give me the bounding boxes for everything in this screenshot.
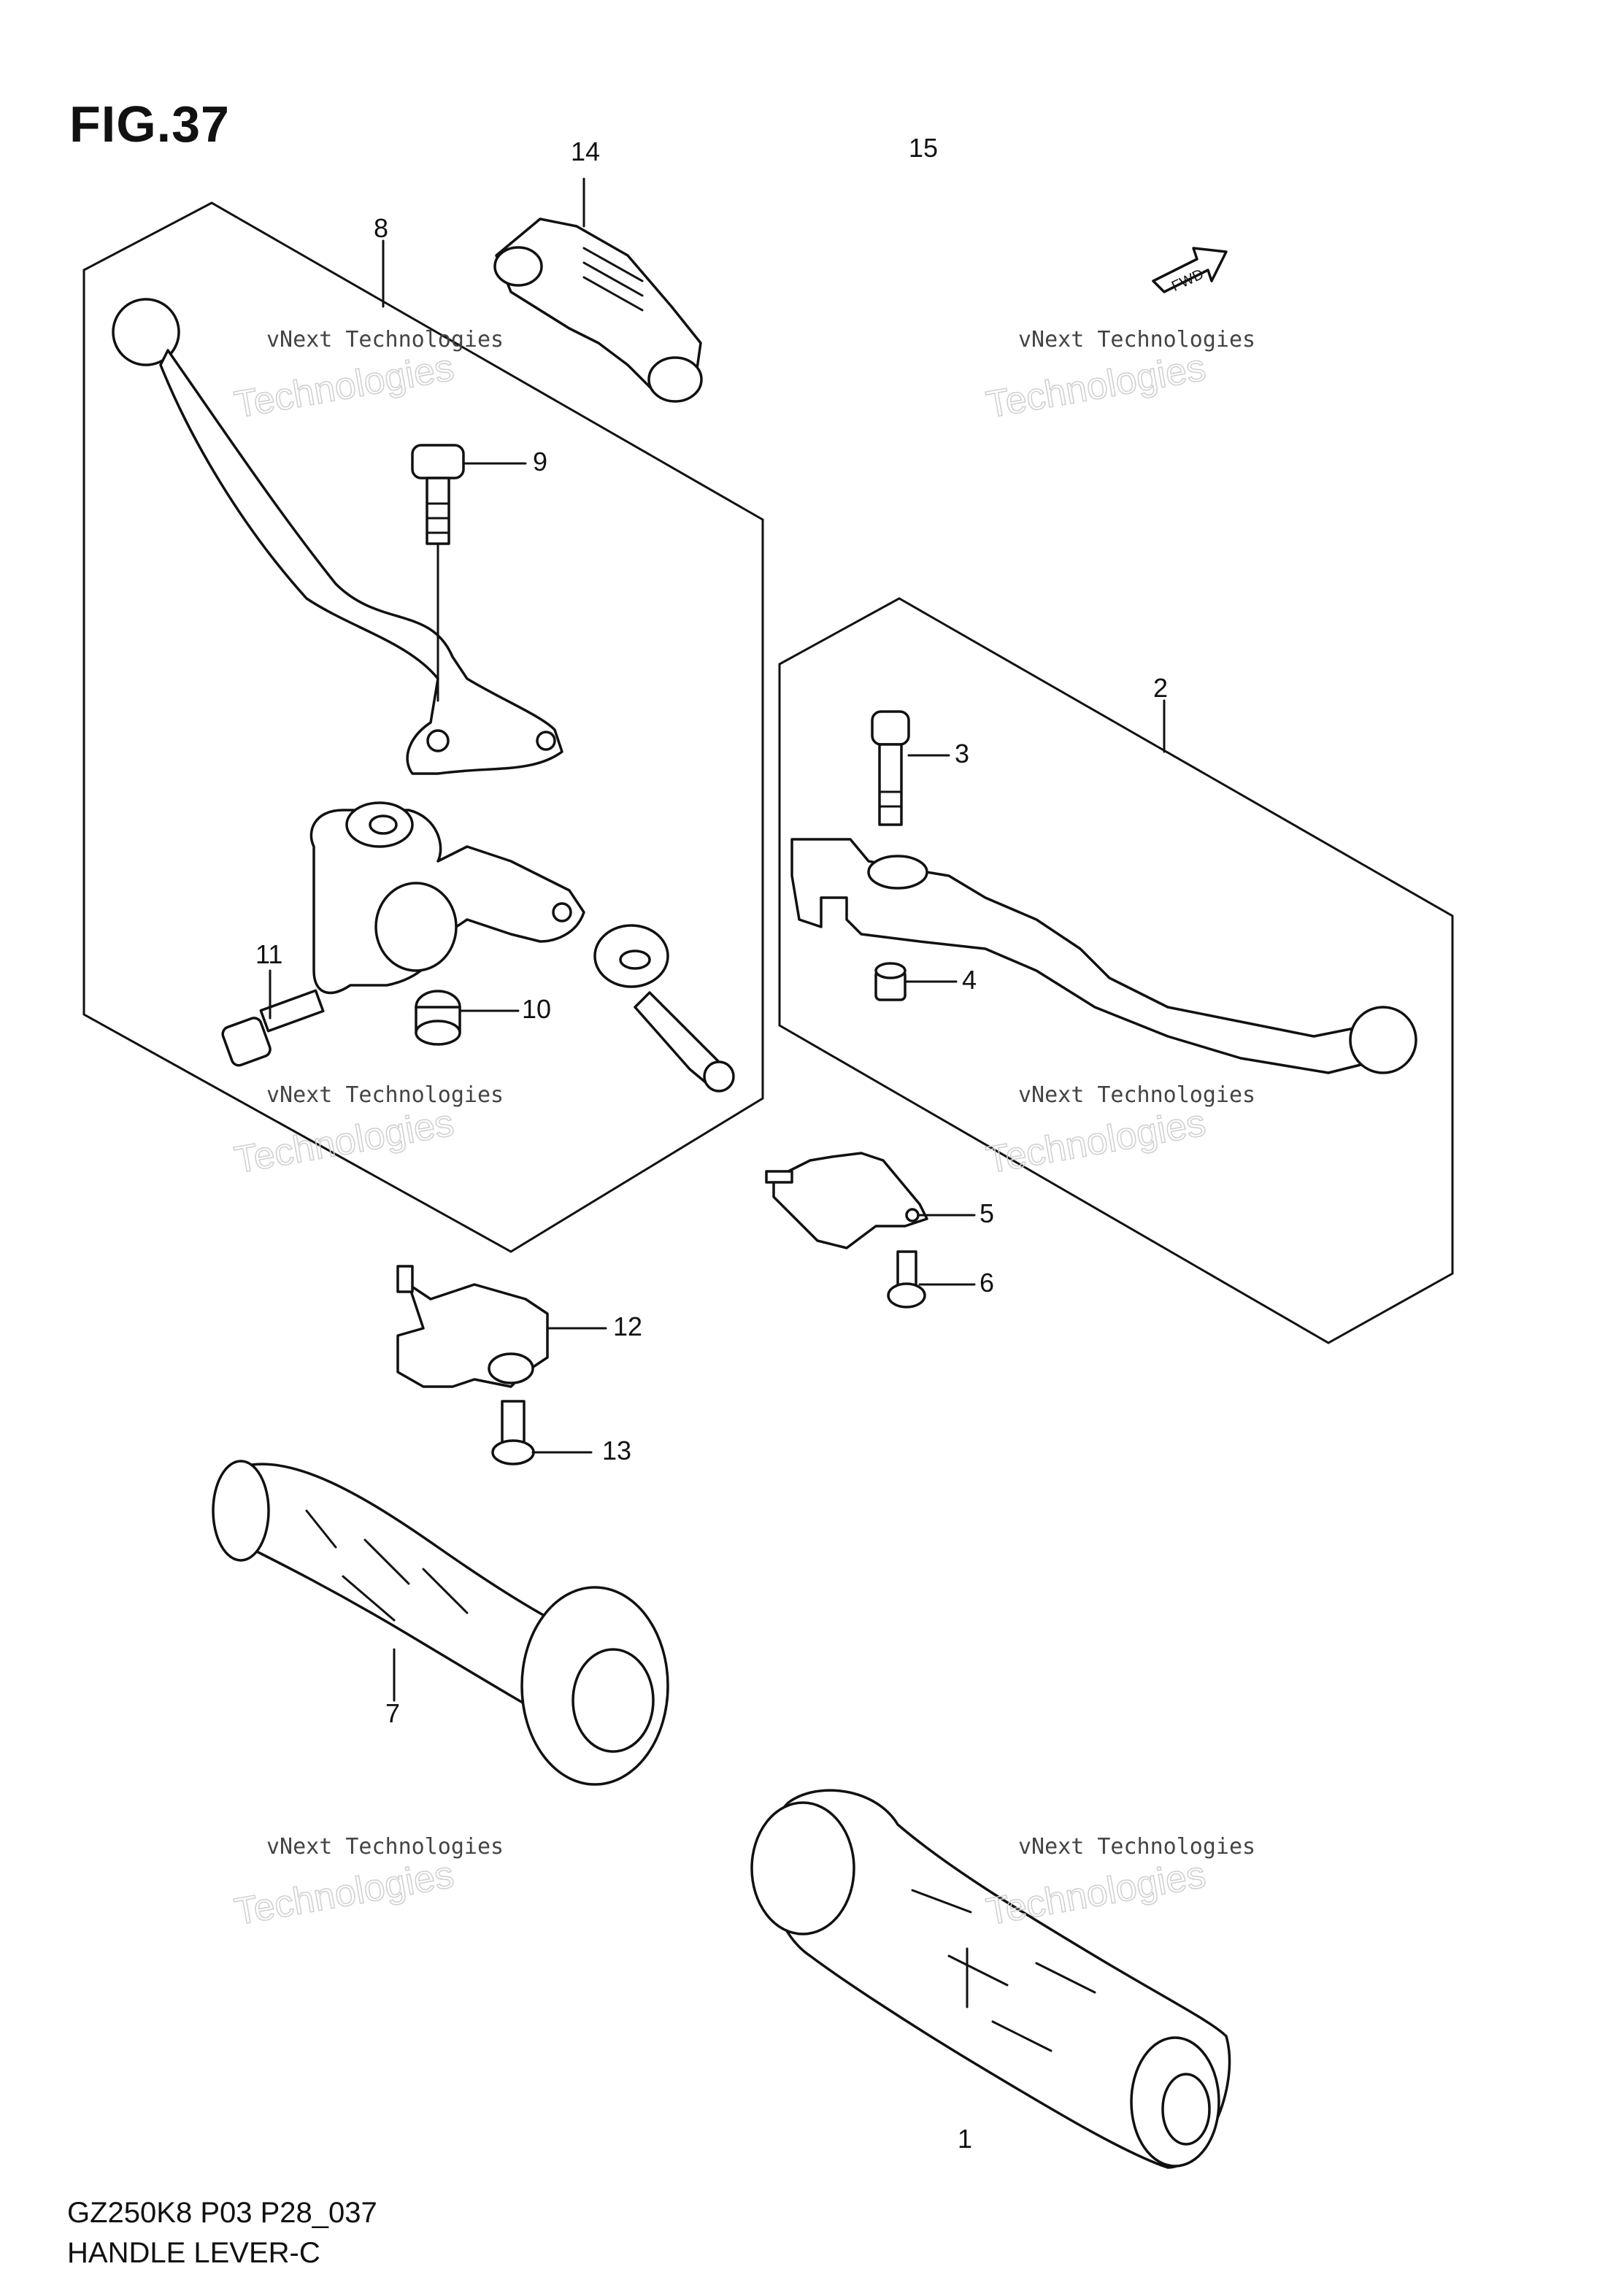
part-3-pivot-bolt — [871, 710, 910, 826]
callout-3: 3 — [955, 739, 969, 768]
lever-holder — [309, 801, 585, 994]
callout-1: 1 — [958, 2124, 972, 2154]
part-9-pivot-bolt — [411, 444, 465, 702]
model-code: GZ250K8 P03 P28_037 — [67, 2197, 377, 2229]
watermark-text: vNext Technologies — [266, 1082, 504, 1108]
watermark-outline: Technologies — [983, 347, 1209, 427]
callout-4: 4 — [962, 965, 977, 995]
watermark-outline: Technologies — [983, 1102, 1209, 1182]
leader-lines — [269, 177, 1166, 2008]
callout-9: 9 — [533, 447, 547, 477]
watermark-text: vNext Technologies — [1018, 1834, 1255, 1860]
watermark-text: vNext Technologies — [1018, 327, 1255, 353]
fwd-arrow-icon: FWD — [1152, 247, 1228, 295]
part-8-clutch-lever — [112, 298, 563, 775]
callout-labels: 1 2 3 4 5 6 7 8 9 10 11 12 13 14 15 — [255, 133, 1168, 2154]
callout-14: 14 — [571, 136, 600, 166]
callout-5: 5 — [980, 1198, 994, 1228]
callout-2: 2 — [1153, 673, 1168, 703]
part-13-screw — [491, 1400, 535, 1465]
watermark-text: vNext Technologies — [266, 327, 504, 353]
watermark-outline: Technologies — [231, 1102, 457, 1182]
callout-11: 11 — [255, 939, 282, 969]
callout-6: 6 — [980, 1268, 994, 1298]
right-lever-assembly-box — [778, 597, 1454, 1344]
watermark-top-right: vNext Technologies Technologies — [982, 327, 1255, 427]
part-12-clutch-switch — [396, 1265, 549, 1388]
watermark-top-left: vNext Technologies Technologies — [231, 327, 504, 427]
part-2-brake-lever — [790, 838, 1417, 1074]
watermark-bottom-right: vNext Technologies Technologies — [982, 1834, 1255, 1934]
part-14-switch — [493, 217, 703, 403]
watermark-outline: Technologies — [231, 1854, 457, 1934]
watermark-text: vNext Technologies — [266, 1834, 504, 1860]
callout-10: 10 — [522, 994, 551, 1024]
figure-title: FIG.37 — [69, 96, 230, 153]
part-10-nut — [415, 990, 461, 1046]
callout-12: 12 — [613, 1311, 642, 1341]
left-lever-assembly-box — [82, 201, 764, 1253]
callout-15: 15 — [909, 133, 938, 163]
watermark-text: vNext Technologies — [1018, 1082, 1255, 1108]
part-5-brake-switch — [765, 1152, 928, 1249]
callout-13: 13 — [602, 1436, 631, 1465]
callout-8: 8 — [374, 213, 388, 243]
part-11-bolt — [221, 989, 325, 1067]
watermark-outline: Technologies — [983, 1854, 1209, 1934]
callout-7: 7 — [385, 1698, 400, 1728]
watermark-mid-left: vNext Technologies Technologies — [231, 1082, 504, 1182]
section-name: HANDLE LEVER-C — [67, 2237, 320, 2269]
part-6-screw — [887, 1250, 926, 1309]
part-4-nut — [874, 962, 907, 1001]
watermark-mid-right: vNext Technologies Technologies — [982, 1082, 1255, 1182]
watermark-bottom-left: vNext Technologies Technologies — [231, 1834, 504, 1934]
cable-adjuster — [593, 924, 735, 1093]
watermark-outline: Technologies — [231, 347, 457, 427]
part-1-right-grip — [750, 1789, 1231, 2169]
part-7-left-grip — [212, 1460, 669, 1786]
